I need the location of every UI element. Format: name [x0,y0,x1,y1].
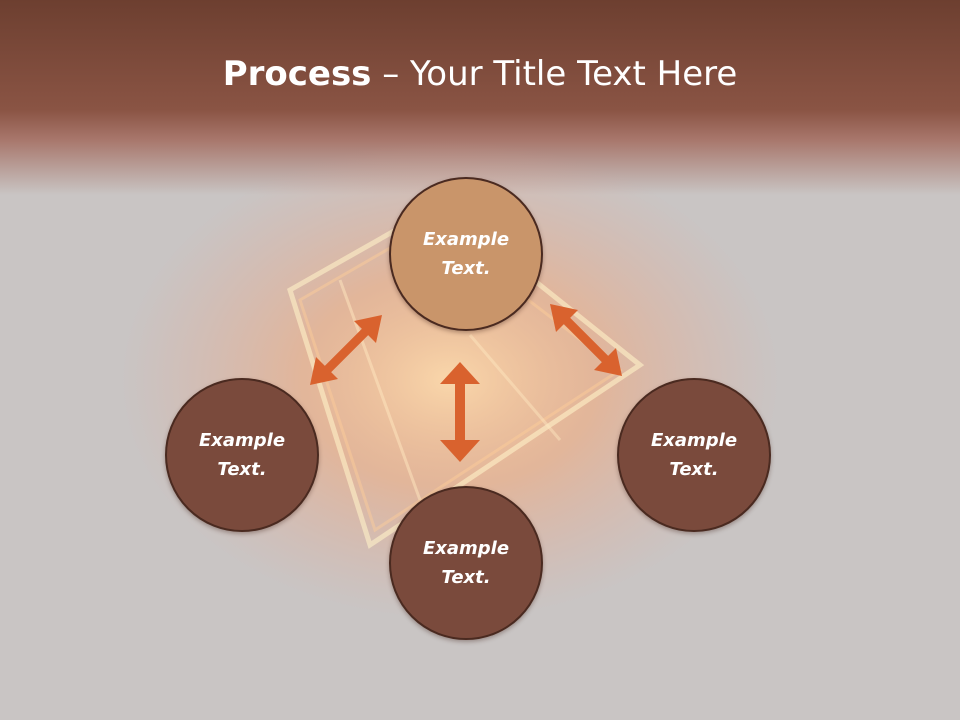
slide-title: Process – Your Title Text Here [0,50,960,98]
process-node-bottom: Example Text. [389,486,543,640]
process-node-left: Example Text. [165,378,319,532]
double-arrow-top-right [550,304,622,376]
title-rest: – Your Title Text Here [371,54,738,94]
title-bold: Process [222,54,372,94]
node-label: Example Text. [422,538,510,588]
node-label: Example Text. [198,430,286,480]
process-node-right: Example Text. [617,378,771,532]
double-arrow-top-bottom [440,362,480,462]
process-node-top: Example Text. [389,177,543,331]
double-arrow-top-left [310,315,382,385]
node-label: Example Text. [650,430,738,480]
node-label: Example Text. [422,229,510,279]
